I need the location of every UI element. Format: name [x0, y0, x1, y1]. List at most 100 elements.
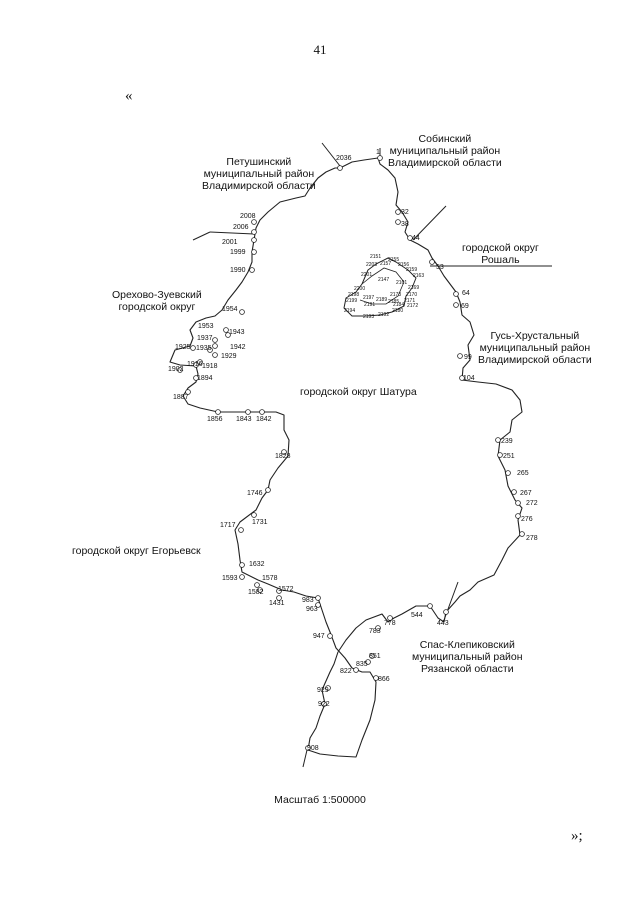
boundary-point-marker — [223, 327, 229, 333]
boundary-point-marker — [212, 352, 218, 358]
boundary-point-label: 1999 — [230, 249, 246, 256]
boundary-point-label: 1843 — [236, 416, 252, 423]
enclave-point-label: 2201 — [361, 272, 372, 278]
boundary-point-marker — [443, 609, 449, 615]
boundary-point-label: 64 — [462, 290, 470, 297]
boundary-point-label: 1937 — [197, 335, 213, 342]
boundary-point-marker — [511, 489, 517, 495]
boundary-point-label: 1593 — [222, 575, 238, 582]
boundary-point-label: 1578 — [262, 575, 278, 582]
boundary-point-label: 1935 — [196, 345, 212, 352]
boundary-point-marker — [315, 602, 321, 608]
boundary-point-label: 2008 — [240, 213, 256, 220]
boundary-point-marker — [197, 359, 203, 365]
enclave-point-label: 2172 — [407, 303, 418, 309]
boundary-point-label: 278 — [526, 535, 538, 542]
enclave-point-label: 2157 — [380, 261, 391, 267]
boundary-point-label: 1856 — [207, 416, 223, 423]
boundary-point-label: 866 — [378, 676, 390, 683]
boundary-point-label: 32 — [401, 209, 409, 216]
enclave-point-label: 2171 — [404, 298, 415, 304]
boundary-point-label: 1954 — [222, 306, 238, 313]
enclave-point-label: 2156 — [398, 262, 409, 268]
boundary-point-marker — [375, 625, 381, 631]
boundary-point-marker — [377, 155, 383, 161]
enclave-point-label: 2170 — [406, 292, 417, 298]
boundary-point-label: 783 — [369, 628, 381, 635]
boundary-point-marker — [193, 362, 199, 368]
boundary-point-marker — [265, 487, 271, 493]
boundary-point-label: 922 — [318, 701, 330, 708]
boundary-point-marker — [239, 562, 245, 568]
boundary-point-marker — [212, 343, 218, 349]
boundary-point-marker — [259, 409, 265, 415]
boundary-point-label: 1943 — [229, 329, 245, 336]
boundary-point-label: 963 — [306, 606, 318, 613]
boundary-point-marker — [515, 500, 521, 506]
boundary-point-label: 1887 — [173, 394, 189, 401]
enclave-point-label: 2185 — [388, 299, 399, 305]
boundary-point-label: 1632 — [249, 561, 265, 568]
boundary-point-marker — [239, 574, 245, 580]
boundary-point-marker — [245, 409, 251, 415]
boundary-point-label: 1746 — [247, 490, 263, 497]
boundary-point-label: 1902 — [168, 366, 184, 373]
boundary-point-marker — [305, 745, 311, 751]
boundary-point-marker — [251, 237, 257, 243]
boundary-point-marker — [254, 582, 260, 588]
boundary-point-marker — [457, 353, 463, 359]
boundary-point-label: 1990 — [230, 267, 246, 274]
boundary-point-marker — [395, 219, 401, 225]
map-scale: Масштаб 1:500000 — [274, 794, 366, 806]
boundary-point-label: 1431 — [269, 600, 285, 607]
boundary-point-marker — [325, 685, 331, 691]
boundary-point-label: 267 — [520, 490, 532, 497]
boundary-point-marker — [459, 375, 465, 381]
boundary-point-marker — [365, 659, 371, 665]
boundary-point-label: 544 — [411, 612, 423, 619]
boundary-point-label: 69 — [461, 303, 469, 310]
boundary-point-marker — [251, 219, 257, 225]
boundary-point-marker — [337, 165, 343, 171]
enclave-point-label: 2147 — [378, 277, 389, 283]
enclave-point-label: 2184 — [393, 302, 404, 308]
boundary-point-marker — [249, 267, 255, 273]
boundary-point-label: 1717 — [220, 522, 236, 529]
boundary-point-label: 2006 — [233, 224, 249, 231]
boundary-point-label: 1953 — [198, 323, 214, 330]
boundary-point-marker — [373, 675, 379, 681]
boundary-point-label: 929 — [317, 687, 329, 694]
boundary-point-marker — [215, 409, 221, 415]
enclave-point-label: 2161 — [396, 280, 407, 286]
boundary-point-label: 53 — [436, 264, 444, 271]
enclave-point-label: 2203 — [366, 262, 377, 268]
boundary-point-label: 99 — [464, 354, 472, 361]
boundary-point-marker — [387, 615, 393, 621]
boundary-point-marker — [281, 449, 287, 455]
enclave-point-label: 2197 — [363, 295, 374, 301]
enclave-point-label: 2151 — [370, 254, 381, 260]
page-number: 41 — [313, 42, 327, 57]
boundary-point-label: 1916 — [187, 361, 203, 368]
closing-quote: »; — [571, 828, 583, 844]
boundary-point-marker — [321, 701, 327, 707]
boundary-point-marker — [193, 375, 199, 381]
boundary-point-marker — [453, 302, 459, 308]
boundary-point-label: 1925 — [175, 344, 191, 351]
boundary-point-label: 443 — [437, 620, 449, 627]
boundary-point-marker — [497, 452, 503, 458]
boundary-point-label: 1828 — [275, 453, 291, 460]
boundary-point-marker — [212, 337, 218, 343]
boundary-point-marker — [225, 332, 231, 338]
boundary-point-marker — [505, 470, 511, 476]
boundary-point-label: 272 — [526, 500, 538, 507]
boundary-point-marker — [427, 603, 433, 609]
opening-quote: « — [125, 88, 133, 104]
enclave-point-label: 2173 — [390, 292, 401, 298]
enclave-point-label: 2180 — [392, 308, 403, 314]
region-egorievsk: городской округ Егорьевск — [72, 545, 201, 557]
enclave-outline — [343, 257, 417, 317]
boundary-point-marker — [207, 347, 213, 353]
